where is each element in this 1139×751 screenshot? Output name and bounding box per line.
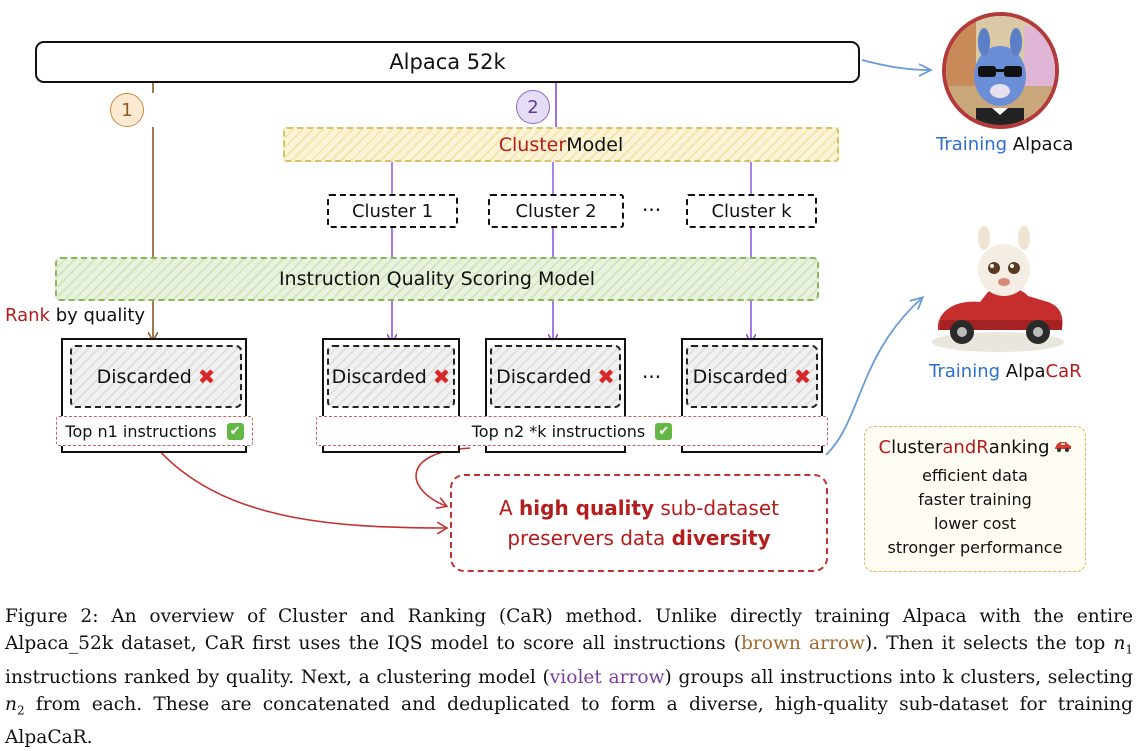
result-line2-bold: diversity [671, 526, 771, 550]
cluster-ellipsis: ··· [642, 198, 662, 222]
caption-part-3: instructions ranked by quality. Next, a … [5, 666, 550, 688]
caption-n1: n1 [1113, 633, 1133, 657]
discard-x-icon: ✖ [793, 364, 812, 389]
cluster-k-label: Cluster k [711, 200, 792, 222]
caption-part-4: ) groups all instructions into k cluster… [664, 666, 1133, 688]
discard-x-icon: ✖ [197, 364, 216, 389]
discarded-box-cluster-k: Discarded✖ [686, 345, 818, 408]
caption-violet-arrow: violet arrow [549, 666, 665, 688]
alpaca-52k-dataset: Alpaca 52k [35, 41, 860, 83]
discarded-label: Discarded [96, 365, 192, 388]
red-arrow-n1 [154, 445, 446, 528]
training-alpacar-prefix: Training [929, 361, 1001, 382]
benefit-item: lower cost [933, 514, 1017, 533]
benefits-title-r: R [976, 437, 989, 458]
training-alpacar-name-highlight: CaR [1045, 361, 1082, 382]
cluster-k-box: Cluster k [686, 194, 817, 228]
discarded-box-cluster-2: Discarded✖ [490, 345, 621, 408]
top-n2k-box: Top n2 *k instructions ✔ [316, 416, 828, 446]
caption-n2: n2 [5, 693, 25, 718]
benefits-title-anking: anking [988, 437, 1050, 458]
benefit-item: faster training [918, 490, 1032, 509]
alpaca-52k-label: Alpaca 52k [389, 50, 506, 74]
rank-by-quality-label: Rank by quality [5, 305, 145, 326]
rank-rest: by quality [49, 305, 146, 326]
blue-arrow-alpacar [825, 298, 922, 456]
discard-x-icon: ✖ [432, 364, 451, 389]
result-line1-bold: high quality [519, 496, 655, 520]
training-alpacar-name-start: Alpa [1000, 361, 1046, 382]
cluster-model-box: Cluster Model [283, 127, 839, 162]
discarded-box-cluster-1: Discarded✖ [327, 345, 455, 408]
caption-brown-arrow: brown arrow [741, 633, 865, 654]
top-n1-label: Top n1 instructions [65, 421, 217, 441]
iqs-model-box: Instruction Quality Scoring Model [55, 257, 819, 301]
result-line2-pre: preservers data [507, 526, 672, 550]
check-icon: ✔ [655, 422, 673, 440]
benefits-title-luster: luster [891, 437, 943, 458]
top-n2k-label: Top n2 *k instructions [471, 421, 646, 441]
discarded-label: Discarded [496, 365, 592, 388]
discarded-box-iqs: Discarded✖ [70, 345, 242, 408]
caption-part-5: from each. These are concatenated and de… [5, 693, 1133, 749]
cluster-2-box: Cluster 2 [488, 194, 624, 228]
car-icon [1054, 440, 1072, 456]
benefits-title-c: C [878, 437, 892, 458]
blue-arrow-alpaca [861, 59, 930, 70]
alpaca-avatar [942, 12, 1059, 129]
cluster-1-label: Cluster 1 [351, 200, 434, 222]
training-alpacar-label: Training AlpaCaR [929, 361, 1082, 382]
training-alpaca-name: Alpaca [1007, 134, 1074, 155]
caption-n1-sub: 1 [1125, 642, 1133, 657]
discard-x-icon: ✖ [597, 364, 615, 389]
cluster-model-highlight: Cluster [498, 133, 567, 156]
sub-dataset-result-box: A high quality sub-dataset preservers da… [450, 474, 828, 572]
figure-caption: Figure 2: An overview of Cluster and Ran… [5, 603, 1133, 751]
caption-part-2: ). Then it selects the top [864, 633, 1114, 654]
benefits-title-and: and [942, 437, 977, 458]
result-line1-pre: A [498, 496, 520, 520]
discarded-label: Discarded [692, 365, 788, 388]
step-2-badge: 2 [516, 90, 550, 124]
result-line-1: A high quality sub-dataset [499, 493, 779, 523]
caption-part-1: Figure 2: An overview of Cluster and Ran… [5, 606, 1133, 654]
check-icon: ✔ [226, 422, 244, 440]
iqs-model-label: Instruction Quality Scoring Model [278, 268, 596, 290]
result-line1-post: sub-dataset [654, 496, 779, 520]
caption-n2-var: n [5, 693, 17, 715]
benefit-item: efficient data [922, 466, 1028, 485]
top-n1-box: Top n1 instructions ✔ [56, 416, 253, 446]
discarded-label: Discarded [331, 365, 427, 388]
result-line-2: preservers data diversity [507, 523, 770, 553]
training-alpaca-prefix: Training [936, 134, 1008, 155]
caption-n2-sub: 2 [16, 703, 25, 718]
cluster-model-rest: Model [566, 133, 624, 156]
rank-highlight: Rank [5, 305, 50, 326]
training-alpaca-label: Training Alpaca [936, 134, 1073, 155]
cluster-1-box: Cluster 1 [327, 194, 458, 228]
step-1-badge: 1 [110, 93, 144, 127]
alpacar-avatar [928, 224, 1068, 360]
caption-n1-var: n [1113, 633, 1126, 654]
benefit-item: stronger performance [887, 538, 1063, 557]
group-ellipsis: ··· [642, 365, 662, 389]
cluster-2-label: Cluster 2 [515, 200, 597, 222]
